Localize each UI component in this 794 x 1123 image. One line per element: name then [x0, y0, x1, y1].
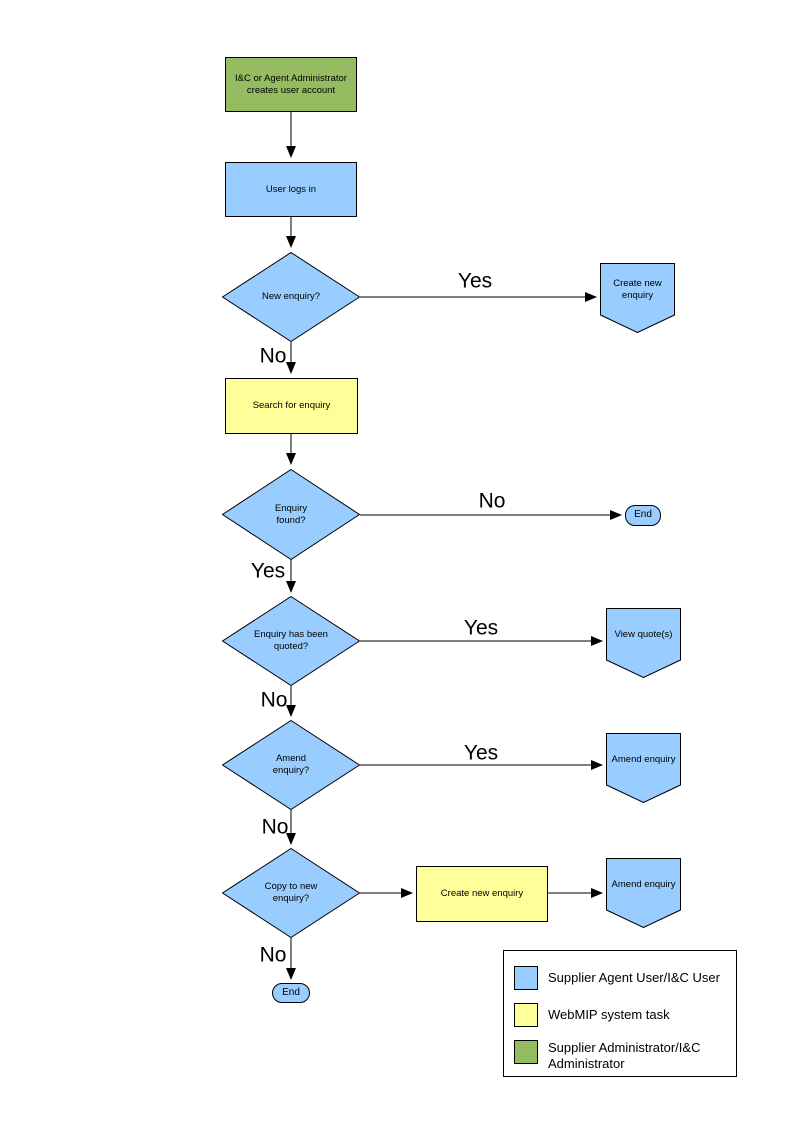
pentagon-shape	[606, 733, 681, 803]
decision-enquiry-quoted-label: Enquiry has been quoted?	[254, 629, 328, 652]
offpage-amend-enquiry-label: Amend enquiry	[611, 754, 676, 766]
process-admin-creates-account-label: I&C or Agent Administrator creates user …	[235, 72, 347, 96]
terminator-end-final: End	[272, 983, 310, 1003]
legend-label-user: Supplier Agent User/I&C User	[548, 970, 720, 986]
process-user-logs-in: User logs in	[225, 162, 357, 217]
green-swatch	[514, 1040, 538, 1064]
terminator-end-final-label: End	[282, 986, 300, 998]
edge-label-quoted-yes: Yes	[463, 616, 499, 640]
decision-amend-enquiry: Amend enquiry?	[222, 720, 360, 810]
edge-label-amend-yes: Yes	[463, 741, 499, 765]
diamond-shape	[222, 252, 360, 342]
edge-label-quoted-no: No	[260, 688, 288, 712]
legend-label-system: WebMIP system task	[548, 1007, 670, 1023]
pentagon-shape	[600, 263, 675, 333]
offpage-view-quotes: View quote(s)	[606, 608, 681, 678]
terminator-end-not-found: End	[625, 505, 661, 526]
legend-item-system: WebMIP system task	[514, 1003, 728, 1027]
terminator-end-not-found-label: End	[634, 509, 652, 521]
offpage-view-quotes-label: View quote(s)	[614, 629, 673, 641]
diamond-shape	[222, 469, 360, 560]
edge-label-enquiry-found-no: No	[478, 489, 506, 513]
diamond-shape	[222, 848, 360, 938]
decision-new-enquiry-label: New enquiry?	[261, 291, 321, 303]
process-user-logs-in-label: User logs in	[265, 183, 317, 195]
process-search-for-enquiry-label: Search for enquiry	[252, 400, 331, 412]
process-admin-creates-account: I&C or Agent Administrator creates user …	[225, 57, 357, 112]
decision-copy-to-new-enquiry-label: Copy to new enquiry?	[264, 881, 318, 904]
decision-amend-enquiry-label: Amend enquiry?	[272, 753, 310, 776]
yellow-swatch	[514, 1003, 538, 1027]
offpage-create-new-enquiry-label: Create new enquiry	[613, 278, 662, 301]
decision-enquiry-found-label: Enquiry found?	[274, 502, 308, 526]
edge-label-enquiry-found-yes: Yes	[250, 559, 286, 583]
legend: Supplier Agent User/I&C User WebMIP syst…	[503, 950, 737, 1077]
diamond-shape	[222, 596, 360, 686]
pentagon-shape	[606, 858, 681, 928]
blue-swatch	[514, 966, 538, 990]
decision-enquiry-found: Enquiry found?	[222, 469, 360, 560]
edge-label-new-enquiry-yes: Yes	[457, 269, 493, 293]
edge-label-copy-no: No	[259, 943, 287, 967]
process-search-for-enquiry: Search for enquiry	[225, 378, 358, 434]
process-create-new-enquiry-label: Create new enquiry	[440, 888, 524, 900]
legend-item-user: Supplier Agent User/I&C User	[514, 966, 728, 990]
diamond-shape	[222, 720, 360, 810]
legend-label-admin: Supplier Administrator/I&C Administrator	[548, 1040, 701, 1071]
decision-copy-to-new-enquiry: Copy to new enquiry?	[222, 848, 360, 938]
pentagon-shape	[606, 608, 681, 678]
offpage-amend-enquiry: Amend enquiry	[606, 733, 681, 803]
edge-label-amend-no: No	[261, 815, 289, 839]
offpage-amend-enquiry-2-label: Amend enquiry	[611, 879, 676, 891]
decision-new-enquiry: New enquiry?	[222, 252, 360, 342]
process-create-new-enquiry: Create new enquiry	[416, 866, 548, 922]
legend-item-admin: Supplier Administrator/I&C Administrator	[514, 1040, 728, 1072]
offpage-amend-enquiry-2: Amend enquiry	[606, 858, 681, 928]
decision-enquiry-quoted: Enquiry has been quoted?	[222, 596, 360, 686]
edge-label-new-enquiry-no: No	[259, 344, 287, 368]
offpage-create-new-enquiry: Create new enquiry	[600, 263, 675, 333]
